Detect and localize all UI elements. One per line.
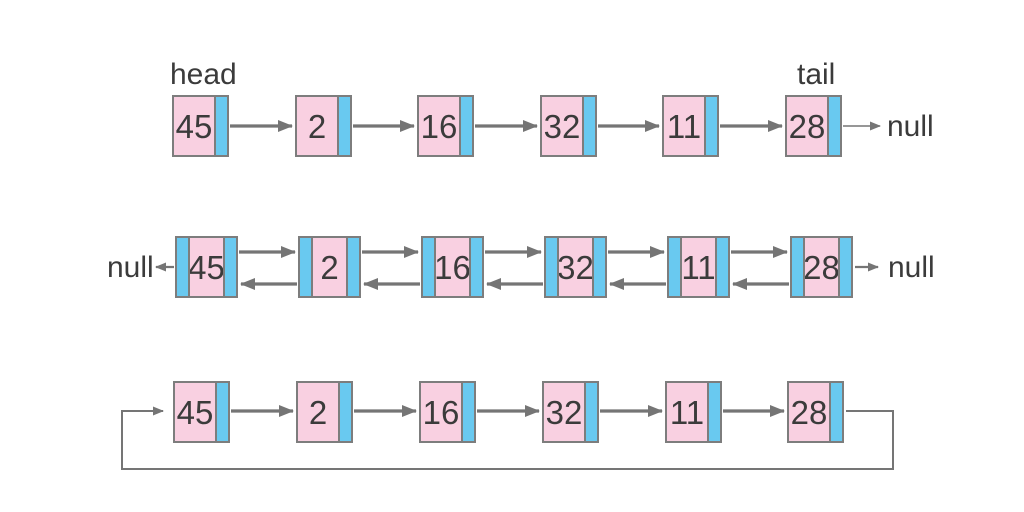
- next-pointer-cell: [829, 383, 842, 441]
- prev-pointer-cell: [792, 238, 805, 296]
- node-data-cell: 2: [297, 97, 337, 155]
- null-label-doubly-tail: null: [888, 251, 935, 284]
- singly-node-5: 11: [662, 95, 719, 157]
- head-label: head: [170, 58, 237, 91]
- node-data-cell: 45: [174, 97, 214, 155]
- circular-node-1: 45: [173, 381, 230, 443]
- node-data-cell: 16: [436, 238, 469, 296]
- node-value: 11: [682, 248, 715, 286]
- doubly-node-2: 2: [298, 236, 361, 298]
- next-pointer-cell: [827, 97, 840, 155]
- singly-node-4: 32: [540, 95, 597, 157]
- node-value: 28: [788, 107, 826, 145]
- node-data-cell: 45: [190, 238, 223, 296]
- prev-pointer-cell: [546, 238, 559, 296]
- node-value: 45: [176, 393, 214, 431]
- node-data-cell: 2: [298, 383, 338, 441]
- node-value: 32: [545, 393, 583, 431]
- node-value: 16: [420, 107, 458, 145]
- node-value: 45: [175, 107, 213, 145]
- next-pointer-cell: [338, 383, 351, 441]
- next-pointer-cell: [337, 97, 350, 155]
- singly-node-1: 45: [172, 95, 229, 157]
- node-data-cell: 11: [667, 383, 707, 441]
- singly-node-2: 2: [295, 95, 352, 157]
- circular-node-2: 2: [296, 381, 353, 443]
- null-label-singly-tail: null: [887, 110, 934, 143]
- node-value: 28: [790, 393, 828, 431]
- node-value: 11: [666, 107, 702, 145]
- next-pointer-cell: [215, 383, 228, 441]
- prev-pointer-cell: [669, 238, 682, 296]
- doubly-node-4: 32: [544, 236, 607, 298]
- circular-node-3: 16: [419, 381, 476, 443]
- next-pointer-cell: [704, 97, 717, 155]
- next-pointer-cell: [707, 383, 720, 441]
- circular-node-5: 11: [665, 381, 722, 443]
- node-data-cell: 16: [419, 97, 459, 155]
- node-data-cell: 28: [789, 383, 829, 441]
- doubly-node-5: 11: [667, 236, 730, 298]
- node-data-cell: 28: [805, 238, 838, 296]
- prev-pointer-cell: [177, 238, 190, 296]
- node-value: 28: [805, 248, 838, 286]
- singly-node-3: 16: [417, 95, 474, 157]
- node-data-cell: 16: [421, 383, 461, 441]
- next-pointer-cell: [214, 97, 227, 155]
- node-value: 11: [669, 393, 705, 431]
- node-data-cell: 28: [787, 97, 827, 155]
- next-pointer-cell: [715, 238, 728, 296]
- node-data-cell: 2: [313, 238, 346, 296]
- node-value: 32: [543, 107, 581, 145]
- circular-node-6: 28: [787, 381, 844, 443]
- next-pointer-cell: [459, 97, 472, 155]
- node-data-cell: 11: [682, 238, 715, 296]
- node-data-cell: 32: [559, 238, 592, 296]
- next-pointer-cell: [584, 383, 597, 441]
- singly-node-6: 28: [785, 95, 842, 157]
- node-value: 2: [308, 393, 328, 431]
- next-pointer-cell: [461, 383, 474, 441]
- node-value: 2: [307, 107, 327, 145]
- next-pointer-cell: [469, 238, 482, 296]
- prev-pointer-cell: [423, 238, 436, 296]
- prev-pointer-cell: [300, 238, 313, 296]
- next-pointer-cell: [582, 97, 595, 155]
- null-label-doubly-head: null: [107, 251, 154, 284]
- node-value: 16: [436, 248, 469, 286]
- doubly-node-3: 16: [421, 236, 484, 298]
- next-pointer-cell: [223, 238, 236, 296]
- node-data-cell: 45: [175, 383, 215, 441]
- node-value: 16: [422, 393, 460, 431]
- loop-back-arrow: [121, 406, 894, 470]
- node-value: 45: [190, 248, 223, 286]
- next-pointer-cell: [346, 238, 359, 296]
- circular-node-4: 32: [542, 381, 599, 443]
- node-value: 32: [559, 248, 592, 286]
- node-data-cell: 32: [544, 383, 584, 441]
- node-data-cell: 11: [664, 97, 704, 155]
- next-pointer-cell: [838, 238, 851, 296]
- tail-label: tail: [797, 58, 836, 91]
- doubly-node-6: 28: [790, 236, 853, 298]
- next-pointer-cell: [592, 238, 605, 296]
- doubly-node-1: 45: [175, 236, 238, 298]
- node-value: 2: [320, 248, 339, 286]
- node-data-cell: 32: [542, 97, 582, 155]
